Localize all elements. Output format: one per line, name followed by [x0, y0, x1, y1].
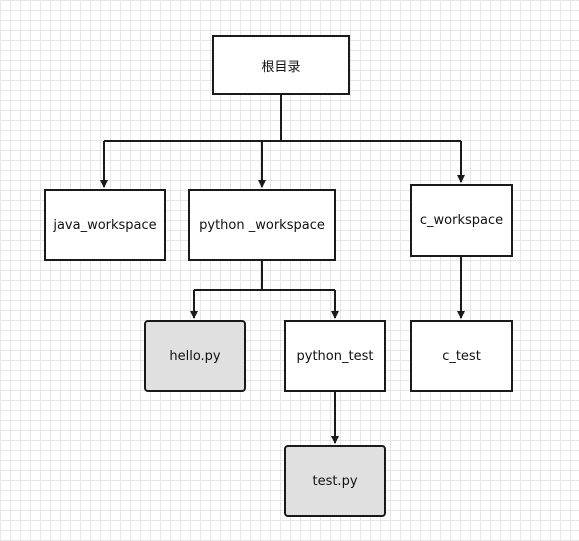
- node-python-test[interactable]: python_test: [284, 320, 386, 392]
- edge-root-branches: [104, 94, 461, 142]
- node-java-workspace[interactable]: java_workspace: [44, 189, 166, 261]
- node-c-test[interactable]: c_test: [410, 320, 513, 392]
- node-root[interactable]: 根目录: [212, 35, 350, 95]
- edge-python-workspace-branches: [194, 260, 335, 291]
- node-hello-py[interactable]: hello.py: [144, 320, 246, 392]
- node-python-workspace[interactable]: python _workspace: [188, 189, 336, 261]
- node-c-workspace[interactable]: c_workspace: [410, 184, 513, 257]
- node-test-py[interactable]: test.py: [284, 445, 386, 517]
